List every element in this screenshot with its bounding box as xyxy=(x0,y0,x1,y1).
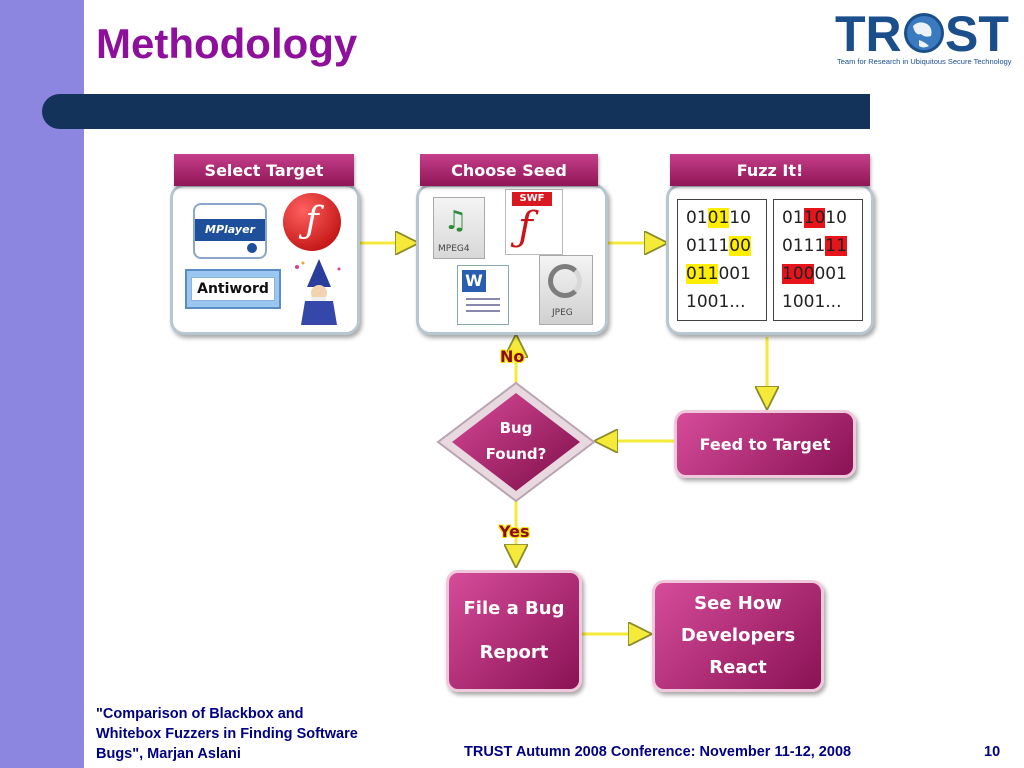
bit-segment: 01 xyxy=(782,208,804,228)
bit-segment: 11 xyxy=(825,236,847,256)
bit-line: 100001 xyxy=(782,260,862,288)
yes-label: Yes xyxy=(499,522,530,541)
word-file-icon: W xyxy=(457,265,509,325)
swf-label: SWF xyxy=(512,192,552,206)
see-how-line1: See How xyxy=(694,593,782,614)
bit-segment: 001 xyxy=(814,264,847,284)
bit-line: 011100 xyxy=(686,232,766,260)
bit-segment: 01 xyxy=(707,208,730,228)
bit-segment: 01 xyxy=(686,208,708,228)
wizard-icon xyxy=(289,257,349,327)
flash-icon: ƒ xyxy=(518,204,533,250)
flash-player-icon: ƒ xyxy=(283,193,341,251)
choose-seed-header: Choose Seed xyxy=(420,154,598,186)
bit-segment: 00 xyxy=(729,236,751,256)
bit-segment: 10 xyxy=(825,208,847,228)
page-number: 10 xyxy=(984,744,1001,760)
bit-segment: 001 xyxy=(718,264,751,284)
bit-segment: 10 xyxy=(729,208,751,228)
slide-title: Methodology xyxy=(96,20,358,67)
bit-segment: 1001... xyxy=(686,292,746,312)
antiword-label: Antiword xyxy=(191,277,275,301)
bit-line: 011010 xyxy=(782,204,862,232)
file-bug-line2: Report xyxy=(479,642,549,663)
photo-icon xyxy=(548,264,582,298)
bit-line: 1001... xyxy=(686,288,766,316)
choose-seed-panel: ♫ MPEG4 SWF ƒ W JPEG xyxy=(416,184,608,335)
play-icon xyxy=(247,243,257,253)
citation-line1: "Comparison of Blackbox and xyxy=(96,706,304,722)
jpeg-file-icon: JPEG xyxy=(539,255,593,325)
bug-found-decision: Bug Found? xyxy=(436,381,596,503)
see-how-developers-react-box: See How Developers React xyxy=(652,580,824,692)
bit-line: 011111 xyxy=(782,232,862,260)
svg-text:ST: ST xyxy=(945,8,1009,58)
trust-logo: TR ST Team for Research in Ubiquitous Se… xyxy=(835,6,1015,70)
mplayer-label: MPlayer xyxy=(195,219,265,241)
no-label: No xyxy=(500,347,525,366)
globe-icon: TR ST xyxy=(835,6,1009,62)
see-how-line3: React xyxy=(709,657,767,678)
bit-segment: 10 xyxy=(803,208,826,228)
fuzz-it-header: Fuzz It! xyxy=(670,154,870,186)
bit-segment: 1001... xyxy=(782,292,842,312)
mplayer-logo: MPlayer xyxy=(193,203,267,259)
select-target-panel: MPlayer ƒ Antiword xyxy=(170,184,360,335)
mpeg4-label: MPEG4 xyxy=(438,244,470,254)
logo-wordmark: TR ST xyxy=(835,6,1011,66)
bit-line: 1001... xyxy=(782,288,862,316)
bit-segment: 100 xyxy=(782,264,815,284)
swf-file-icon: SWF ƒ xyxy=(505,189,563,255)
svg-text:TR: TR xyxy=(835,8,902,58)
footer-citation: "Comparison of Blackbox and Whitebox Fuz… xyxy=(96,704,426,764)
antiword-logo: Antiword xyxy=(185,269,281,309)
bit-line: 010110 xyxy=(686,204,766,232)
title-underline-bar xyxy=(42,94,870,129)
logo-subtitle: Team for Research in Ubiquitous Secure T… xyxy=(837,57,1012,66)
bit-segment: 0111 xyxy=(686,236,730,256)
music-note-icon: ♫ xyxy=(444,206,468,236)
word-w-icon: W xyxy=(462,270,486,292)
decision-line1: Bug xyxy=(499,419,533,437)
file-bug-line1: File a Bug xyxy=(463,598,565,619)
feed-to-target-box: Feed to Target xyxy=(674,410,856,478)
jpeg-label: JPEG xyxy=(552,308,573,318)
footer-conference: TRUST Autumn 2008 Conference: November 1… xyxy=(464,744,852,760)
decision-line2: Found? xyxy=(485,445,547,463)
see-how-line2: Developers xyxy=(680,625,796,646)
citation-line2: Whitebox Fuzzers in Finding Software xyxy=(96,726,358,742)
citation-line3: Bugs", Marjan Aslani xyxy=(96,746,241,762)
file-bug-report-box: File a Bug Report xyxy=(446,570,582,692)
bit-line: 011001 xyxy=(686,260,766,288)
bit-segment: 011 xyxy=(686,264,719,284)
mpeg4-file-icon: ♫ MPEG4 xyxy=(433,197,485,259)
bit-segment: 0111 xyxy=(782,236,826,256)
select-target-header: Select Target xyxy=(174,154,354,186)
